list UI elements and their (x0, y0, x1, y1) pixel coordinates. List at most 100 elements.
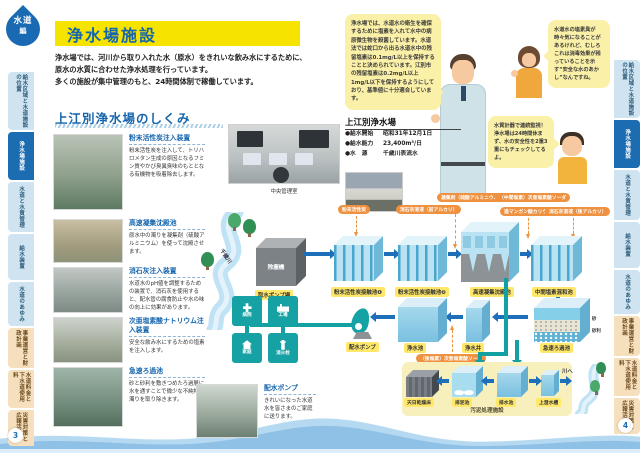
box-side (438, 298, 447, 342)
box-side (296, 238, 306, 286)
rapid-filter-label: 急速ろ過池 (540, 343, 573, 353)
river-illustration (206, 212, 244, 330)
filter-sand-layer (534, 319, 580, 332)
chemical-lime-pre: 消石灰溶液（前アルカリ） (396, 205, 462, 214)
sidebar-tab-management[interactable]: 事業運営と財政計画 (8, 328, 34, 368)
monitor-icon (299, 130, 329, 148)
sidebar-tab-rates[interactable]: 水道料金と下水道使用料 (8, 370, 34, 408)
factory-icon (277, 303, 289, 312)
page-title: 浄水場施設 (67, 25, 158, 45)
page-number-left: 3 (8, 428, 23, 443)
sidebar-tab-purification-plant[interactable]: 浄水場施設 (614, 120, 640, 168)
box-front (534, 308, 580, 342)
drainage-basin-label: 排水池 (496, 398, 517, 407)
worker-hand (431, 114, 440, 123)
box-front (452, 373, 476, 397)
drainage-basin (497, 366, 528, 397)
intro-text: 浄水場では、河川から取り入れた水（原水）をきれいな飲み水にするために、原水の水質… (55, 52, 309, 88)
chemical-carbon: 粉末活性炭 (338, 205, 370, 214)
flow-arrow-left (370, 312, 395, 322)
facility-name: 配水ポンプ (264, 384, 316, 395)
building-label: 消火栓 (276, 350, 290, 356)
boy-illustration (558, 132, 588, 184)
sidebar-tab-supply-area[interactable]: 給水区域と水道施設の位置 (614, 60, 640, 118)
sidebar-tab-history[interactable]: 水道のあゆみ (614, 270, 640, 314)
logo-line1: 水道 (13, 16, 33, 26)
filter-gravel-layer (534, 331, 580, 342)
sludge-arrow-right (560, 376, 572, 386)
facility-desc: 粉末活性炭を注入して、トリハロメタン生成の原因となるフミン質やかび臭異臭味のもと… (129, 147, 205, 179)
sludge-pipe (478, 352, 482, 360)
box-front (541, 375, 554, 396)
box-side (509, 222, 519, 282)
monitor-icon (295, 153, 313, 165)
facility-caption: 消石灰注入装置 水道水のpH値を調整するための装置で、消石灰を使用すると、配水管… (129, 267, 205, 313)
box-front (466, 308, 482, 342)
screen-box: 除塵機 (256, 238, 306, 286)
woman-hand (511, 70, 518, 77)
supernatant-tank (541, 370, 559, 396)
sedimentation-basin (461, 222, 519, 282)
box-front (334, 245, 374, 281)
facility-row: 消石灰注入装置 水道水のpH値を調整するための装置で、消石灰を使用すると、配水管… (53, 267, 205, 313)
intro-line-2: 多くの施設が集中管理のもと、24時間体制で稼働しています。 (55, 76, 258, 86)
facility-name: 急速ろ過池 (129, 367, 205, 378)
intro-line-1: 浄水場では、河川から取り入れた水（原水）をきれいな飲み水にするために、原水の水質… (55, 53, 307, 74)
boy-shirt (558, 157, 587, 184)
building-hydrant: 消火栓 (268, 333, 298, 363)
control-room-caption: 中央管理室 (270, 189, 298, 195)
worker-face (452, 60, 474, 84)
sidebar-tab-supply-equipment[interactable]: 給水装置 (614, 222, 640, 268)
distribution-pipe (281, 324, 285, 334)
sun-drying-bed (406, 370, 439, 397)
photo-rapid-filter-basin (53, 367, 123, 427)
flow-arrow-right (304, 249, 336, 259)
box-front (461, 232, 509, 282)
facility-name: 粉末活性炭注入装置 (129, 134, 205, 145)
sidebar-tab-supply-area[interactable]: 給水区域と水道施設の位置 (8, 72, 34, 130)
facility-caption: 次亜塩素酸ナトリウム注入装置 安全な飲み水にするための塩素を注入します。 (129, 317, 205, 363)
plant-info-box: 上江別浄水場 ●給水開始 昭和31年12月1日 ●給水能力 23,400m³/日… (345, 116, 461, 160)
sidebar-tab-rates[interactable]: 水道料金と下水道使用料 (614, 358, 640, 396)
facility-name: 次亜塩素酸ナトリウム注入装置 (129, 317, 205, 337)
building-label: 家庭 (242, 350, 252, 356)
sidebar-tab-purification-plant[interactable]: 浄水場施設 (8, 132, 34, 180)
sludge-arrow-left (481, 376, 494, 386)
speech-bubble-woman: 水道水の塩素臭が時々気になることがあるけれど、むしろこれは消毒効果が残っているこ… (548, 20, 610, 89)
pump-hole (355, 323, 362, 330)
sludge-arrow-left (436, 376, 449, 386)
sidebar-tab-water-quality[interactable]: 水道と水質管理 (8, 182, 34, 232)
sludge-pipe (515, 340, 519, 360)
building-hospital: 病院 (232, 296, 262, 326)
logo-line2: 編 (19, 26, 27, 35)
sidebar-tab-supply-equipment[interactable]: 給水装置 (8, 234, 34, 280)
photo-control-room (228, 124, 340, 184)
tree-icon (228, 213, 241, 231)
chemical-coagulant: 凝集剤（硫酸アルミニウム） (437, 193, 508, 202)
woman-illustration (511, 46, 546, 100)
chemical-feed-arrow-up (449, 325, 454, 352)
sidebar-tab-history[interactable]: 水道のあゆみ (8, 282, 34, 326)
speech-bubble-monitoring: 水質計器で連続監視！浄水場は24時間休まず、水の安全性を2重3重にもチェックして… (488, 116, 554, 169)
flow-arrow-right (448, 249, 462, 259)
chemical-mid-chlorine: （中間塩素）次亜塩素酸ソーダ (495, 193, 571, 202)
info-label: ●給水開始 (345, 131, 374, 137)
photo-lime-injection-equipment (53, 267, 123, 313)
box-side (521, 366, 528, 397)
box-front (406, 377, 432, 397)
distribution-pump-icon (349, 306, 374, 340)
sludge-discharge-basin-label: 排泥池 (452, 398, 473, 407)
plant-info-title: 上江別浄水場 (345, 116, 461, 130)
info-value: 23,400m³/日 (383, 140, 422, 147)
carbon-basin-2-label: 粉末活性炭接触池❷ (395, 287, 449, 297)
sidebar-tab-water-quality[interactable]: 水道と水質管理 (614, 170, 640, 220)
sun-drying-bed-label: 天日乾燥床 (404, 398, 434, 407)
sedimentation-label: 高速凝集沈殿池 (470, 287, 514, 297)
carbon-basin-1-label: 粉末活性炭接触池❶ (331, 287, 385, 297)
box-side (554, 370, 559, 396)
woman-face (522, 53, 536, 67)
clean-water-basin-label: 浄水池 (404, 343, 427, 353)
flow-arrow-right (384, 249, 400, 259)
worker-belt (441, 162, 485, 166)
sidebar-tab-management[interactable]: 事業運営と財政計画 (614, 316, 640, 356)
